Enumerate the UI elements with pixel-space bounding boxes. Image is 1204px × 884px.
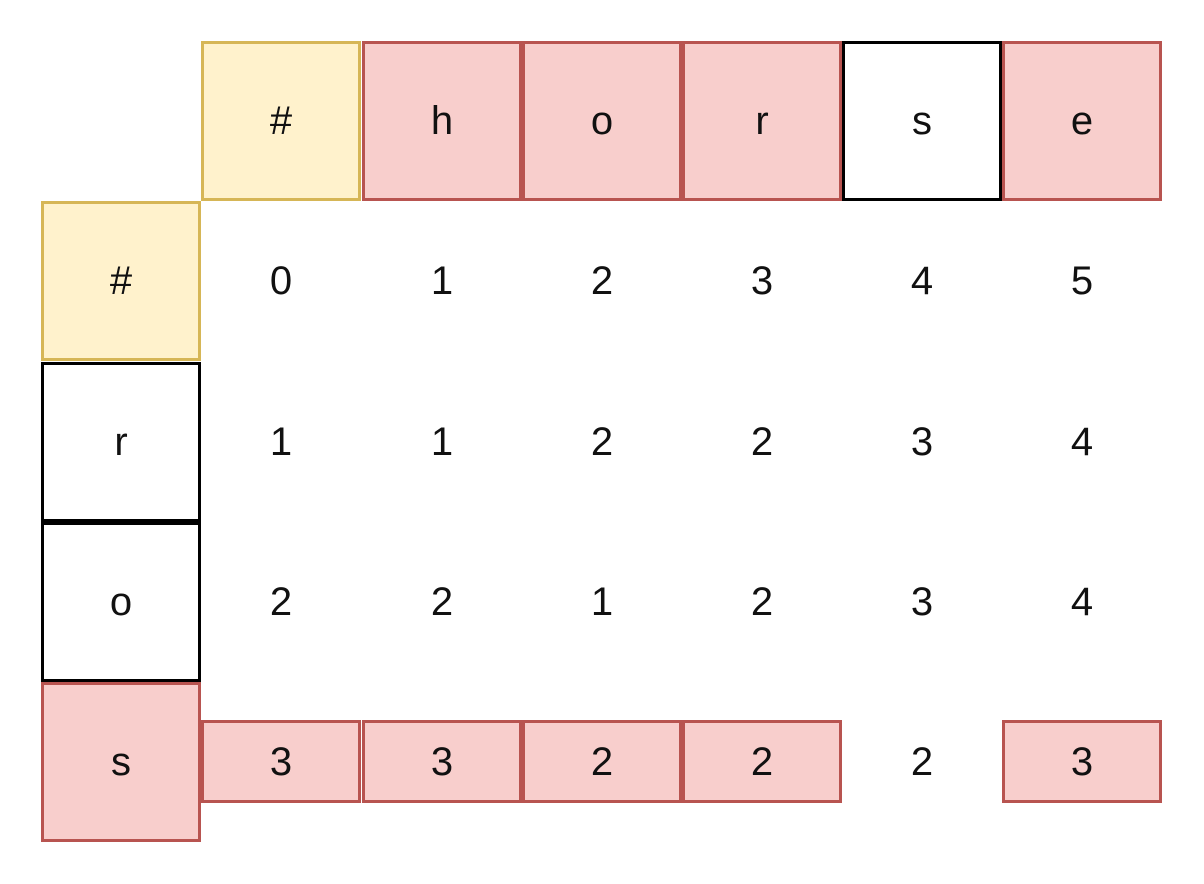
matrix-cell: 2 [269,580,293,624]
matrix-cell: 3 [910,420,934,464]
row-header-cell: s [41,682,201,842]
column-header-cell: r [682,41,842,201]
matrix-cell: 3 [910,580,934,624]
row-header-cell: # [41,201,201,361]
matrix-cell: 2 [750,580,774,624]
matrix-cell: 5 [1070,259,1094,303]
matrix-cell: 4 [910,259,934,303]
column-header-cell: s [842,41,1002,201]
row-header-cell: o [41,522,201,682]
matrix-cell: 1 [430,420,454,464]
matrix-cell: 2 [750,420,774,464]
row-header-cell: r [41,362,201,522]
matrix-cell: 3 [362,720,522,803]
matrix-cell: 2 [522,720,682,803]
matrix-cell: 1 [590,580,614,624]
matrix-cell: 3 [201,720,361,803]
matrix-cell: 2 [590,259,614,303]
column-header-cell: o [522,41,682,201]
matrix-cell: 2 [430,580,454,624]
matrix-cell: 2 [590,420,614,464]
matrix-cell: 4 [1070,580,1094,624]
column-header-cell: # [201,41,361,201]
matrix-cell: 4 [1070,420,1094,464]
matrix-cell: 1 [269,420,293,464]
matrix-cell: 2 [682,720,842,803]
matrix-cell: 2 [910,740,934,784]
column-header-cell: h [362,41,522,201]
matrix-cell: 3 [750,259,774,303]
matrix-cell: 1 [430,259,454,303]
column-header-cell: e [1002,41,1162,201]
matrix-cell: 3 [1002,720,1162,803]
matrix-cell: 0 [269,259,293,303]
